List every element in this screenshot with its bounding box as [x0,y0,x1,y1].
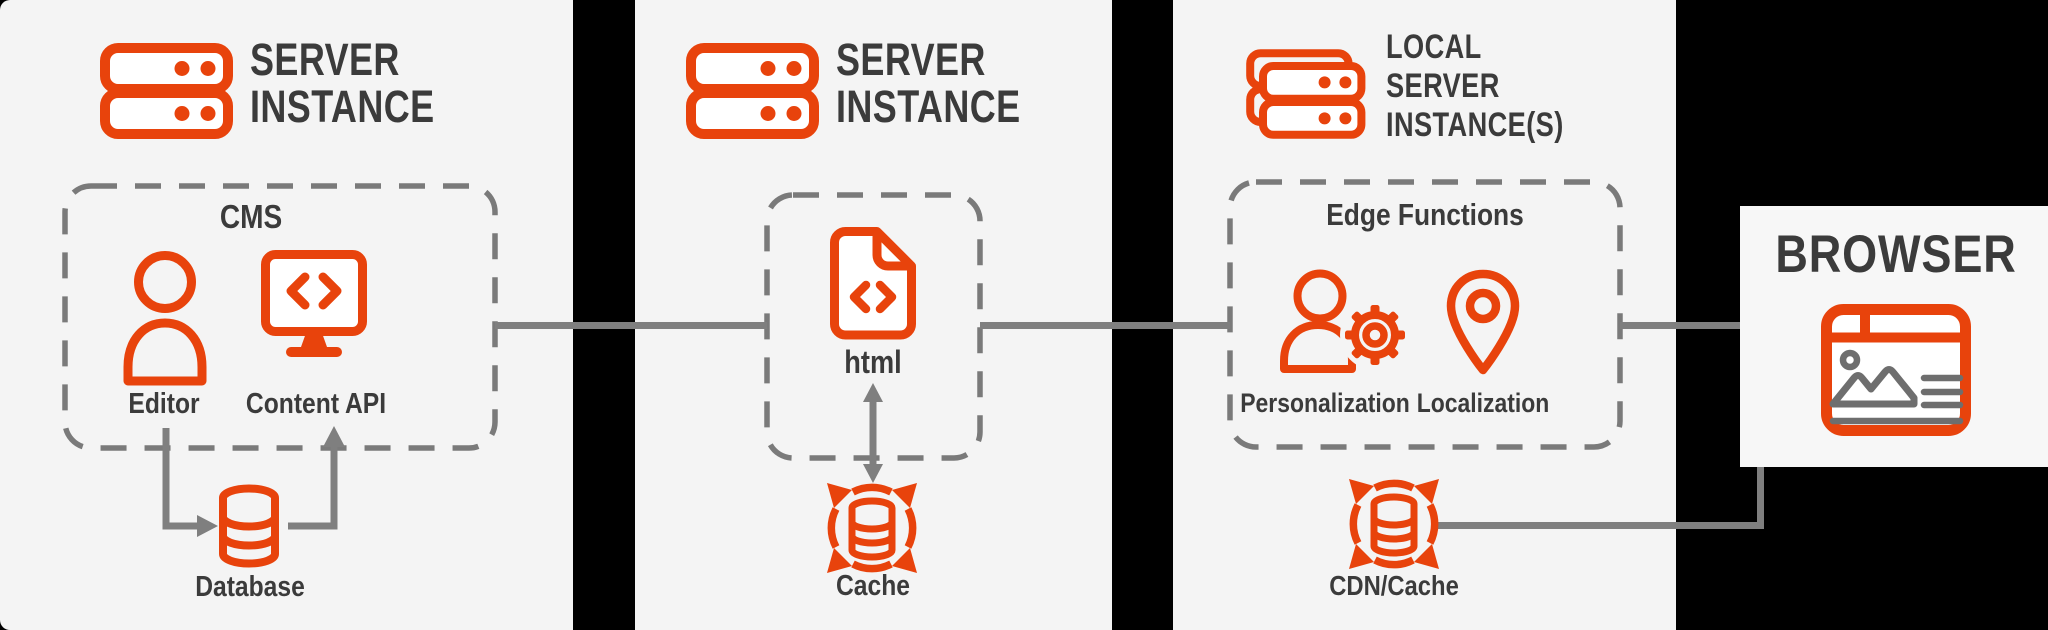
localization-label: Localization [1416,388,1550,418]
browser-window-icon [1821,304,1971,436]
cdn-cache-icon [1349,479,1439,569]
user-gear-icon [1280,269,1410,373]
browser-title: BROWSER [1775,225,2017,284]
html-label: html [844,344,902,380]
cdn-cache-label: CDN/Cache [1329,570,1459,601]
arrow-html-cache-bidirectional [863,383,883,483]
arrow-database-to-content-api [288,426,345,530]
editor-label: Editor [128,388,200,420]
content-api-label: Content API [245,388,387,420]
database-label: Database [195,571,305,603]
monitor-code-icon [261,250,367,357]
location-pin-icon [1446,269,1520,375]
cache-sync-icon [827,483,917,573]
cms-dashed-box [62,183,498,451]
code-file-icon [830,227,916,340]
connector-browser-to-cdn [1434,467,1764,529]
person-icon [123,251,207,386]
cache-label: Cache [836,570,910,602]
cms-box-label: CMS [219,198,283,235]
arrow-editor-to-database [162,428,218,537]
server-stack-icon [105,48,228,134]
database-icon [219,484,279,568]
server-stack-icon [691,48,814,134]
personalization-label: Personalization [1240,388,1410,418]
edge-functions-box-label: Edge Functions [1326,197,1524,232]
server-stack-multi-icon [1246,49,1361,135]
edge-functions-dashed-box [1227,179,1623,450]
